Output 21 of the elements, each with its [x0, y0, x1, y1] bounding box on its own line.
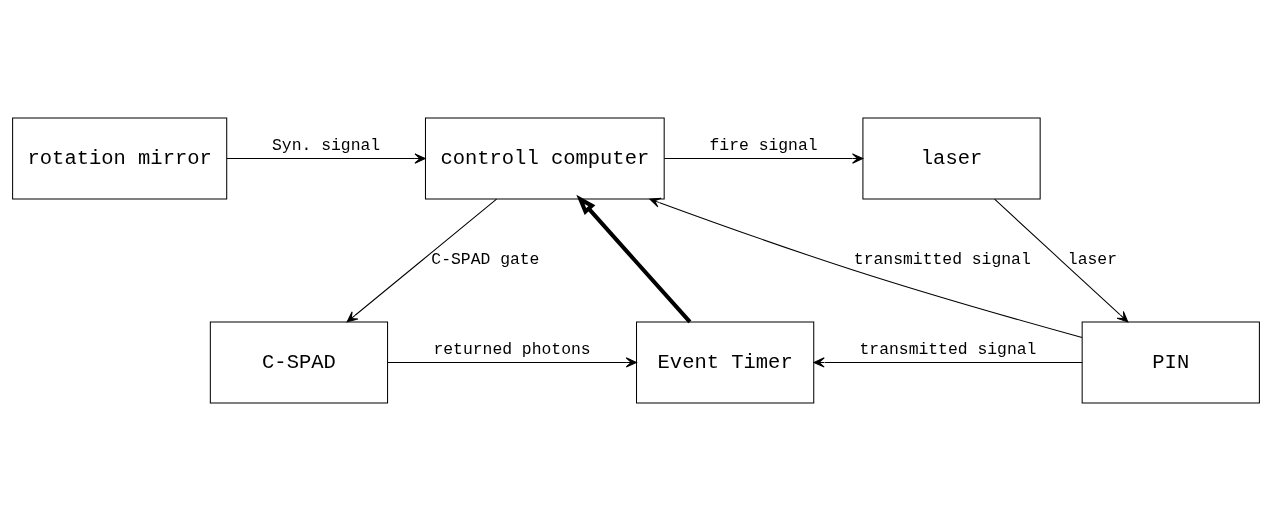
edge-label: laser	[1067, 250, 1117, 270]
arrow	[813, 357, 1083, 368]
arrow	[576, 194, 692, 324]
node-box: controll computer	[424, 117, 665, 200]
edge-label: C-SPAD gate	[431, 250, 540, 270]
node-box: rotation mirror	[12, 117, 228, 200]
arrow	[346, 198, 498, 323]
edge-label: transmitted signal	[853, 250, 1031, 270]
arrow	[649, 197, 1083, 339]
edge-label: fire signal	[709, 136, 818, 156]
node-box: laser	[862, 117, 1041, 200]
node-box: PIN	[1081, 321, 1260, 404]
arrow	[387, 357, 637, 368]
edge-label: returned photons	[433, 340, 591, 360]
edge-label: Syn. signal	[272, 136, 381, 156]
arrow	[994, 198, 1129, 323]
arrow	[663, 153, 864, 164]
node-box: C-SPAD	[209, 321, 389, 404]
arrow	[226, 153, 426, 164]
edge-label: transmitted signal	[859, 340, 1037, 360]
node-box: Event Timer	[636, 321, 815, 404]
